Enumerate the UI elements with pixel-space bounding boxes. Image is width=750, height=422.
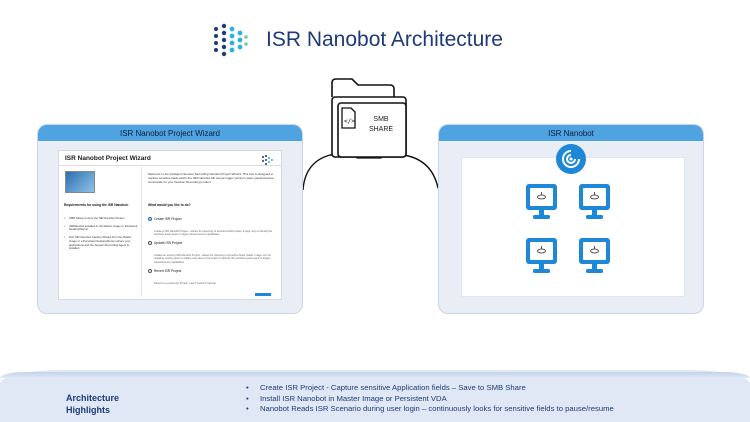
code-file-icon <box>341 107 356 129</box>
nanobot-area <box>461 157 685 297</box>
update-radio[interactable] <box>148 240 152 245</box>
next-button[interactable] <box>255 293 271 296</box>
requirements-title: Requirements for using the ISR Nanobot: <box>64 203 129 207</box>
monitor-icon <box>579 184 610 219</box>
question-label: What would you like to do? <box>148 203 191 207</box>
smb-share: </> SMB SHARE <box>330 75 408 159</box>
folder-icon: </> <box>331 78 407 158</box>
wizard-divider <box>59 165 281 166</box>
option-label: Update ISR Project <box>154 240 183 245</box>
option-revert[interactable]: Revert ISR Project Revert to a previousl… <box>148 262 278 285</box>
svg-text:</>: </> <box>344 118 355 125</box>
option-description: Create a ISR Nanobot Project - Allows fo… <box>154 230 273 237</box>
smb-share-label: SMB SHARE <box>361 115 401 135</box>
requirement-item: ISRNanobot installed in the Master Image… <box>64 224 138 232</box>
wizard-panel: ISR Nanobot Project Wizard ISR Nanobot P… <box>37 124 303 314</box>
option-description: Update an existing ISR Nanobot Project -… <box>154 254 272 264</box>
requirement-item: Run ISR Nanobot Capture Wizard from the … <box>64 235 138 251</box>
header: ISR Nanobot Architecture <box>210 18 540 62</box>
monitor-icon <box>526 184 557 219</box>
option-description: Revert to a previously Project. Last 5 s… <box>154 282 217 285</box>
wizard-screenshot: ISR Nanobot Project Wizard Requirements … <box>58 150 282 300</box>
nanobot-panel: ISR Nanobot <box>438 124 704 314</box>
robot-image <box>65 171 95 193</box>
wizard-column-divider <box>141 167 142 297</box>
welcome-text: Welcome to the Intelligent Session Recor… <box>148 172 274 184</box>
option-create[interactable]: Create ISR Project Create a ISR Nanobot … <box>148 210 278 237</box>
highlights-title-line2: Highlights <box>66 405 110 415</box>
monitor-icon <box>526 238 557 273</box>
option-label: Revert ISR Project <box>154 268 182 273</box>
highlight-item: Nanobot Reads ISR Scenario during user l… <box>246 404 726 415</box>
nanobot-icon <box>556 144 586 174</box>
option-label: Create ISR Project <box>154 216 182 221</box>
page-title: ISR Nanobot Architecture <box>266 28 503 51</box>
monitor-icon <box>579 238 610 273</box>
option-update[interactable]: Update ISR Project Update an existing IS… <box>148 234 278 264</box>
smb-label-line1: SMB <box>373 116 389 123</box>
highlights-title: Architecture Highlights <box>66 392 186 416</box>
highlight-item: Create ISR Project - Capture sensitive A… <box>246 383 726 394</box>
highlights-list: Create ISR Project - Capture sensitive A… <box>246 383 726 415</box>
wizard-title: ISR Nanobot Project Wizard <box>65 155 151 162</box>
nanobot-panel-header: ISR Nanobot <box>439 125 703 141</box>
highlights-title-line1: Architecture <box>66 393 120 403</box>
requirement-item: SMB Share to store the ISR Nanobot Proje… <box>64 216 138 221</box>
smb-label-line2: SHARE <box>368 126 394 133</box>
nanobot-network-logo-icon <box>214 23 248 57</box>
create-radio[interactable] <box>148 216 152 221</box>
wizard-logo-icon <box>262 155 273 165</box>
highlight-item: Install ISR Nanobot in Master Image or P… <box>246 394 726 405</box>
revert-radio[interactable] <box>148 268 152 273</box>
requirements-list: SMB Share to store the ISR Nanobot Proje… <box>64 216 138 255</box>
wizard-panel-header: ISR Nanobot Project Wizard <box>38 125 302 141</box>
